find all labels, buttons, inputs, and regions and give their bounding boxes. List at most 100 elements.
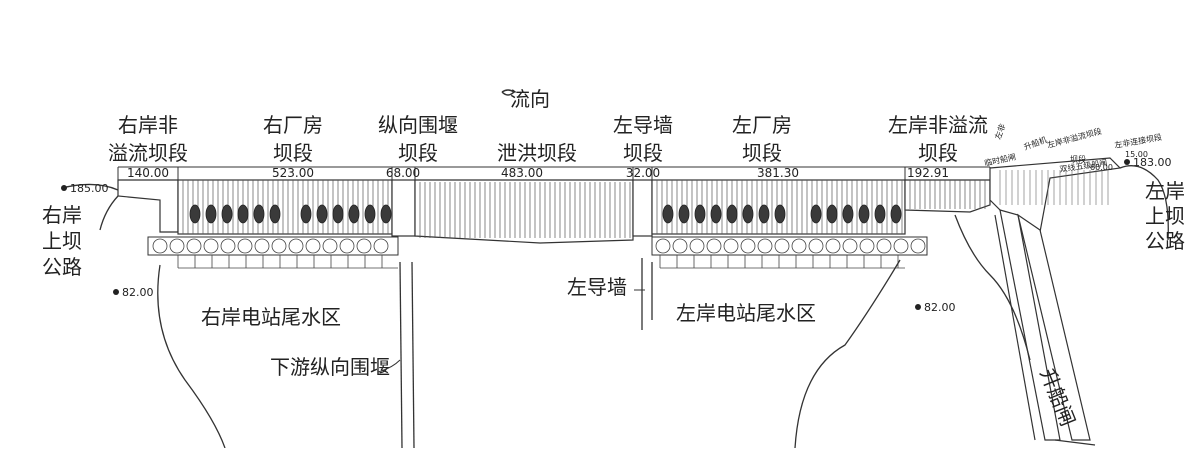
- elevation-dot-icon: [113, 289, 119, 295]
- tailrace-circle-icon: [271, 238, 287, 254]
- left-nonoverflow-small-label: 左岸非溢流坝段: [1046, 126, 1103, 150]
- temp-lock-label: 临时船闸: [983, 152, 1016, 168]
- ship-lock-structures: [989, 157, 1122, 446]
- section-label-right-nonoverflow-line1: 右岸非: [118, 113, 178, 137]
- generator-unit-icon: [874, 204, 886, 224]
- generator-unit-icon: [810, 204, 822, 224]
- generator-unit-icon: [662, 204, 674, 224]
- right-tailwater-label: 右岸电站尾水区: [201, 305, 341, 329]
- section-label-left-powerhouse-line1: 左厂房: [732, 113, 792, 137]
- tailrace-circle-icon: [339, 238, 355, 254]
- tailrace-circle-icon: [893, 238, 909, 254]
- ship-lock-hatching: [999, 170, 1109, 205]
- generator-unit-icon: [758, 204, 770, 224]
- tailrace-circle-icon: [791, 238, 807, 254]
- elevation-right-top: 183.00: [1133, 156, 1172, 169]
- banks: [61, 165, 1169, 449]
- generator-unit-icon: [694, 204, 706, 224]
- generator-unit-icon: [269, 204, 281, 224]
- generator-unit-icon: [774, 204, 786, 224]
- dimension-values: 140.00 523.00 68.00 483.00 32.00 381.30 …: [127, 166, 949, 180]
- tailrace-circle-icon: [723, 238, 739, 254]
- length-spillway: 483.00: [501, 166, 543, 180]
- length-right-nonoverflow: 140.00: [127, 166, 169, 180]
- left-bank-road-line2: 上坝: [1145, 204, 1185, 228]
- generator-unit-icon: [253, 204, 265, 224]
- elevation-dot-icon: [915, 304, 921, 310]
- generator-unit-icon: [205, 204, 217, 224]
- dimension-line: [117, 166, 991, 181]
- generator-unit-icon: [364, 204, 376, 224]
- generator-unit-icon: [237, 204, 249, 224]
- section-label-cofferdam-line1: 纵向围堰: [378, 113, 458, 137]
- section-label-left-powerhouse-line2: 坝段: [742, 141, 782, 165]
- generator-units: [189, 204, 902, 224]
- tailrace-circle-icon: [740, 238, 756, 254]
- left-bank-road-label: 左岸 上坝 公路: [1145, 179, 1185, 253]
- section-label-spillway: 泄洪坝段: [497, 141, 577, 165]
- tailrace-circle-icon: [237, 238, 253, 254]
- generator-unit-icon: [189, 204, 201, 224]
- right-bank-road-line1: 右岸: [42, 203, 82, 227]
- lock-length-60: 60.00: [1090, 163, 1113, 172]
- tailrace-circle-icon: [808, 238, 824, 254]
- elevation-markers: 185.00 183.00 82.00 82.00: [61, 156, 1172, 314]
- elevation-left-top: 185.00: [70, 182, 109, 195]
- generator-unit-icon: [300, 204, 312, 224]
- flow-direction-label: 流向: [510, 87, 550, 111]
- tailrace-circle-icon: [825, 238, 841, 254]
- section-labels: 右岸非 溢流坝段 右厂房 坝段 纵向围堰 坝段 泄洪坝段 左导墙 坝段 左厂房 …: [108, 113, 988, 165]
- right-bank-road-label: 右岸 上坝 公路: [42, 203, 82, 279]
- section-label-left-guide-wall-line2: 坝段: [623, 141, 663, 165]
- elevation-right-low: 82.00: [924, 301, 956, 314]
- tailrace-circle-icon: [689, 238, 705, 254]
- left-nonoverflow-short-label: 左非: [992, 122, 1007, 140]
- dam-segment-small-label: 坝段: [1070, 154, 1086, 164]
- tailrace-circle-icon: [706, 238, 722, 254]
- left-bank-road-line1: 左岸: [1145, 179, 1185, 203]
- left-connect-dam-label: 左非连接坝段: [1114, 132, 1163, 150]
- section-label-right-powerhouse-line2: 坝段: [273, 141, 313, 165]
- tailrace-circle-icon: [322, 238, 338, 254]
- section-label-right-nonoverflow-line2: 溢流坝段: [108, 141, 188, 165]
- tailrace-circle-icon: [220, 238, 236, 254]
- generator-unit-icon: [842, 204, 854, 224]
- tailrace-circle-icon: [169, 238, 185, 254]
- section-label-cofferdam-line2: 坝段: [398, 141, 438, 165]
- length-left-nonoverflow: 192.91: [907, 166, 949, 180]
- right-bank-road-line2: 上坝: [42, 229, 82, 253]
- length-left-powerhouse: 381.30: [757, 166, 799, 180]
- section-label-left-nonoverflow-line2: 坝段: [918, 141, 958, 165]
- section-label-left-nonoverflow-line1: 左岸非溢流: [888, 113, 988, 137]
- generator-unit-icon: [678, 204, 690, 224]
- generator-unit-icon: [890, 204, 902, 224]
- tailrace-circle-icon: [254, 238, 270, 254]
- downstream-cofferdam-leader: [377, 359, 401, 373]
- generator-unit-icon: [332, 204, 344, 224]
- ship-lift-label: 升船机: [1022, 134, 1048, 152]
- tailrace-circle-icon: [186, 238, 202, 254]
- tailrace-piers: [177, 255, 905, 269]
- tailrace-circles: [152, 238, 926, 254]
- generator-unit-icon: [221, 204, 233, 224]
- generator-unit-icon: [710, 204, 722, 224]
- left-guide-wall-label: 左导墙: [567, 275, 627, 299]
- generator-unit-icon: [348, 204, 360, 224]
- tailrace-circle-icon: [672, 238, 688, 254]
- downstream-cofferdam-label: 下游纵向围堰: [270, 355, 390, 379]
- length-right-powerhouse: 523.00: [272, 166, 314, 180]
- generator-unit-icon: [742, 204, 754, 224]
- right-bank-road-line3: 公路: [42, 255, 82, 279]
- left-bank-road-line3: 公路: [1145, 229, 1185, 253]
- generator-unit-icon: [858, 204, 870, 224]
- tailrace-circle-icon: [203, 238, 219, 254]
- length-left-guide-wall: 32.00: [626, 166, 660, 180]
- tailrace-circle-icon: [842, 238, 858, 254]
- tailrace-circle-icon: [305, 238, 321, 254]
- flow-direction-arrow-icon: [501, 89, 516, 96]
- section-label-left-guide-wall-line1: 左导墙: [613, 113, 673, 137]
- elevation-dot-icon: [61, 185, 67, 191]
- tailrace-circle-icon: [373, 238, 389, 254]
